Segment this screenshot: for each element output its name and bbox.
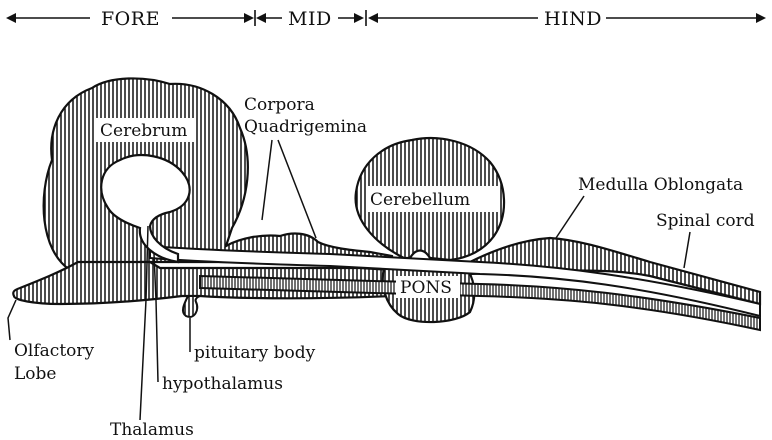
hypothalamus-label: hypothalamus <box>162 374 283 394</box>
region-hind-label: HIND <box>544 8 602 30</box>
hind-right-arrowhead <box>756 13 766 23</box>
pituitary-label: pituitary body <box>194 343 316 363</box>
pituitary-shape <box>183 296 200 317</box>
corpora-label-line2: Quadrigemina <box>244 117 367 137</box>
fore-right-arrowhead <box>244 13 254 23</box>
spinal-cord-leader <box>684 232 690 268</box>
spinal-cord-lower <box>200 276 760 330</box>
cerebellum-label: Cerebellum <box>370 190 470 210</box>
fore-left-arrowhead <box>6 13 16 23</box>
spinal-cord-label: Spinal cord <box>656 211 755 231</box>
corpora-label-line1: Corpora <box>244 95 315 115</box>
pons-label: PONS <box>400 278 452 298</box>
corpora-leader-a <box>262 140 272 220</box>
cerebrum-shape <box>44 78 392 270</box>
corpora-leader-b <box>278 140 316 238</box>
medulla-leader <box>556 196 584 238</box>
cerebrum-label: Cerebrum <box>100 121 187 141</box>
olfactory-leader <box>8 300 16 340</box>
region-fore-label: FORE <box>101 8 160 30</box>
mid-right-arrowhead <box>354 13 364 23</box>
thalamus-label: Thalamus <box>110 420 194 440</box>
olfactory-label-line2: Lobe <box>14 364 56 384</box>
olfactory-label-line1: Olfactory <box>14 341 95 361</box>
region-mid-label: MID <box>288 8 332 30</box>
medulla-label: Medulla Oblongata <box>578 175 743 195</box>
